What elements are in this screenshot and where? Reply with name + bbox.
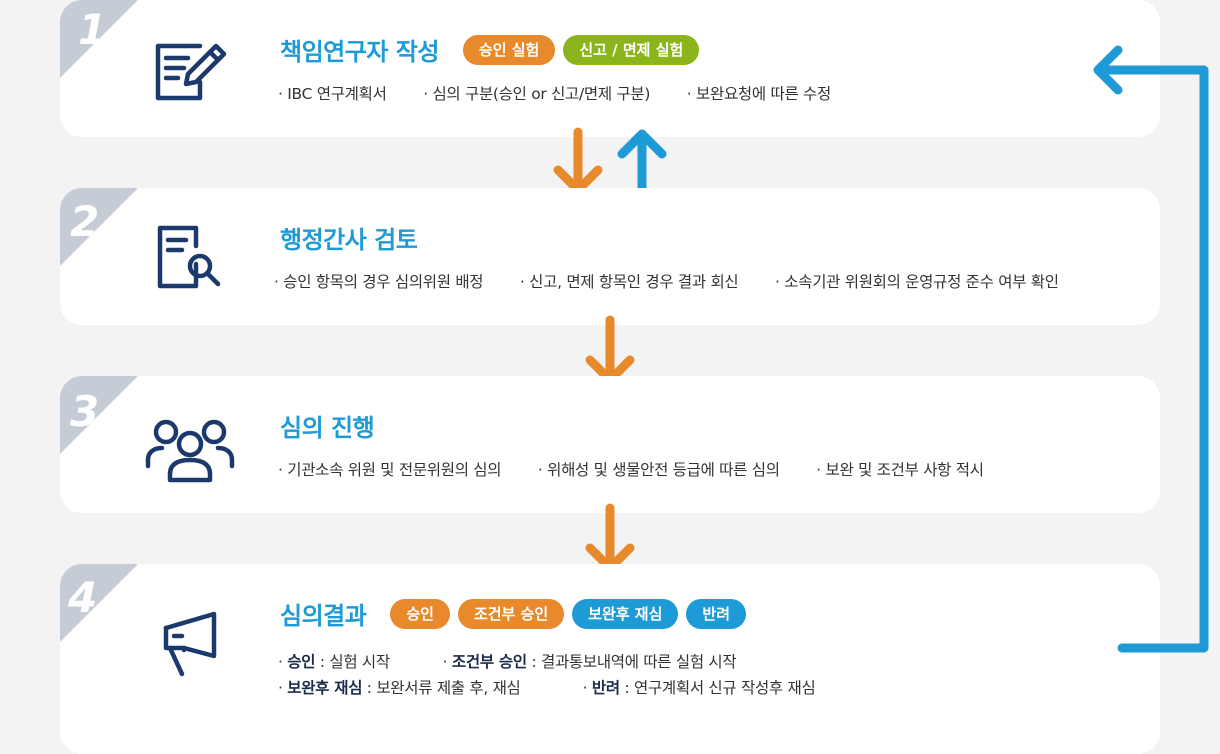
- step-number-badge: 3: [60, 376, 138, 454]
- result-item: · 보완후 재심 : 보완서류 제출 후, 재심: [278, 679, 521, 697]
- bullet-item: · 소속기관 위원회의 운영규정 준수 여부 확인: [775, 273, 1059, 291]
- step-2-bullets: · 승인 항목의 경우 심의위원 배정 · 신고, 면제 항목인 경우 결과 회…: [274, 269, 1059, 295]
- step-3-card: 3 심의 진행 · 기관소속 위원 및 전문위원의 심의 · 위해성 및 생물안…: [60, 376, 1160, 513]
- result-item: · 반려 : 연구계획서 신규 작성후 재심: [582, 679, 816, 697]
- svg-text:1: 1: [78, 5, 107, 54]
- result-approved-tag: 승인: [390, 598, 450, 629]
- result-item: · 승인 : 실험 시작: [278, 653, 390, 671]
- step-2-card: 2 행정간사 검토 · 승인 항목의 경우 심의위원 배정 · 신고, 면제 항…: [60, 188, 1160, 325]
- arrow-up-icon: [616, 126, 668, 198]
- svg-text:2: 2: [70, 197, 99, 246]
- svg-text:3: 3: [70, 387, 99, 436]
- svg-text:4: 4: [67, 573, 97, 622]
- bullet-item: · 보완요청에 따른 수정: [686, 85, 831, 103]
- bullet-item: · 보완 및 조건부 사항 적시: [816, 461, 984, 479]
- result-conditional-tag: 조건부 승인: [457, 598, 565, 629]
- bullet-item: · 위해성 및 생물안전 등급에 따른 심의: [537, 461, 780, 479]
- step-1-card: 1 책임연구자 작성 승인 실험 신고 / 면제 실험 · IBC 연구계획서 …: [60, 0, 1160, 137]
- bullet-item: · IBC 연구계획서: [278, 85, 387, 103]
- step-title: 심의결과: [280, 602, 367, 630]
- group-users-icon: [144, 404, 236, 496]
- approval-experiment-tag: 승인 실험: [462, 34, 556, 65]
- result-revise-tag: 보완후 재심: [572, 598, 679, 629]
- step-number-badge: 1: [60, 0, 138, 78]
- result-rejected-tag: 반려: [686, 598, 747, 629]
- bullet-item: · 승인 항목의 경우 심의위원 배정: [274, 273, 484, 291]
- step-4-results: · 승인 : 실험 시작 · 조건부 승인 : 결과통보내역에 따른 실험 시작…: [278, 649, 816, 701]
- step-number-badge: 2: [60, 188, 138, 266]
- document-search-icon: [148, 216, 232, 300]
- bullet-item: · 심의 구분(승인 or 신고/면제 구분): [423, 85, 651, 103]
- step-number-badge: 4: [60, 564, 138, 642]
- step-3-bullets: · 기관소속 위원 및 전문위원의 심의 · 위해성 및 생물안전 등급에 따른…: [278, 457, 984, 483]
- bullet-item: · 기관소속 위원 및 전문위원의 심의: [278, 461, 502, 479]
- step-title: 행정간사 검토: [280, 226, 418, 254]
- step-1-bullets: · IBC 연구계획서 · 심의 구분(승인 or 신고/면제 구분) · 보완…: [278, 81, 863, 107]
- megaphone-icon: [148, 600, 232, 684]
- write-document-icon: [148, 30, 232, 114]
- report-exempt-experiment-tag: 신고 / 면제 실험: [563, 34, 700, 65]
- step-4-card: 4 심의결과 승인 조건부 승인 보완후 재심 반려 · 승인 : 실험 시작 …: [60, 564, 1160, 754]
- bullet-item: · 신고, 면제 항목인 경우 결과 회신: [519, 273, 739, 291]
- result-item: · 조건부 승인 : 결과통보내역에 따른 실험 시작: [442, 653, 737, 671]
- step-title: 심의 진행: [280, 414, 375, 442]
- step-title: 책임연구자 작성: [280, 38, 439, 66]
- feedback-loop-arrow-icon: [1088, 40, 1212, 660]
